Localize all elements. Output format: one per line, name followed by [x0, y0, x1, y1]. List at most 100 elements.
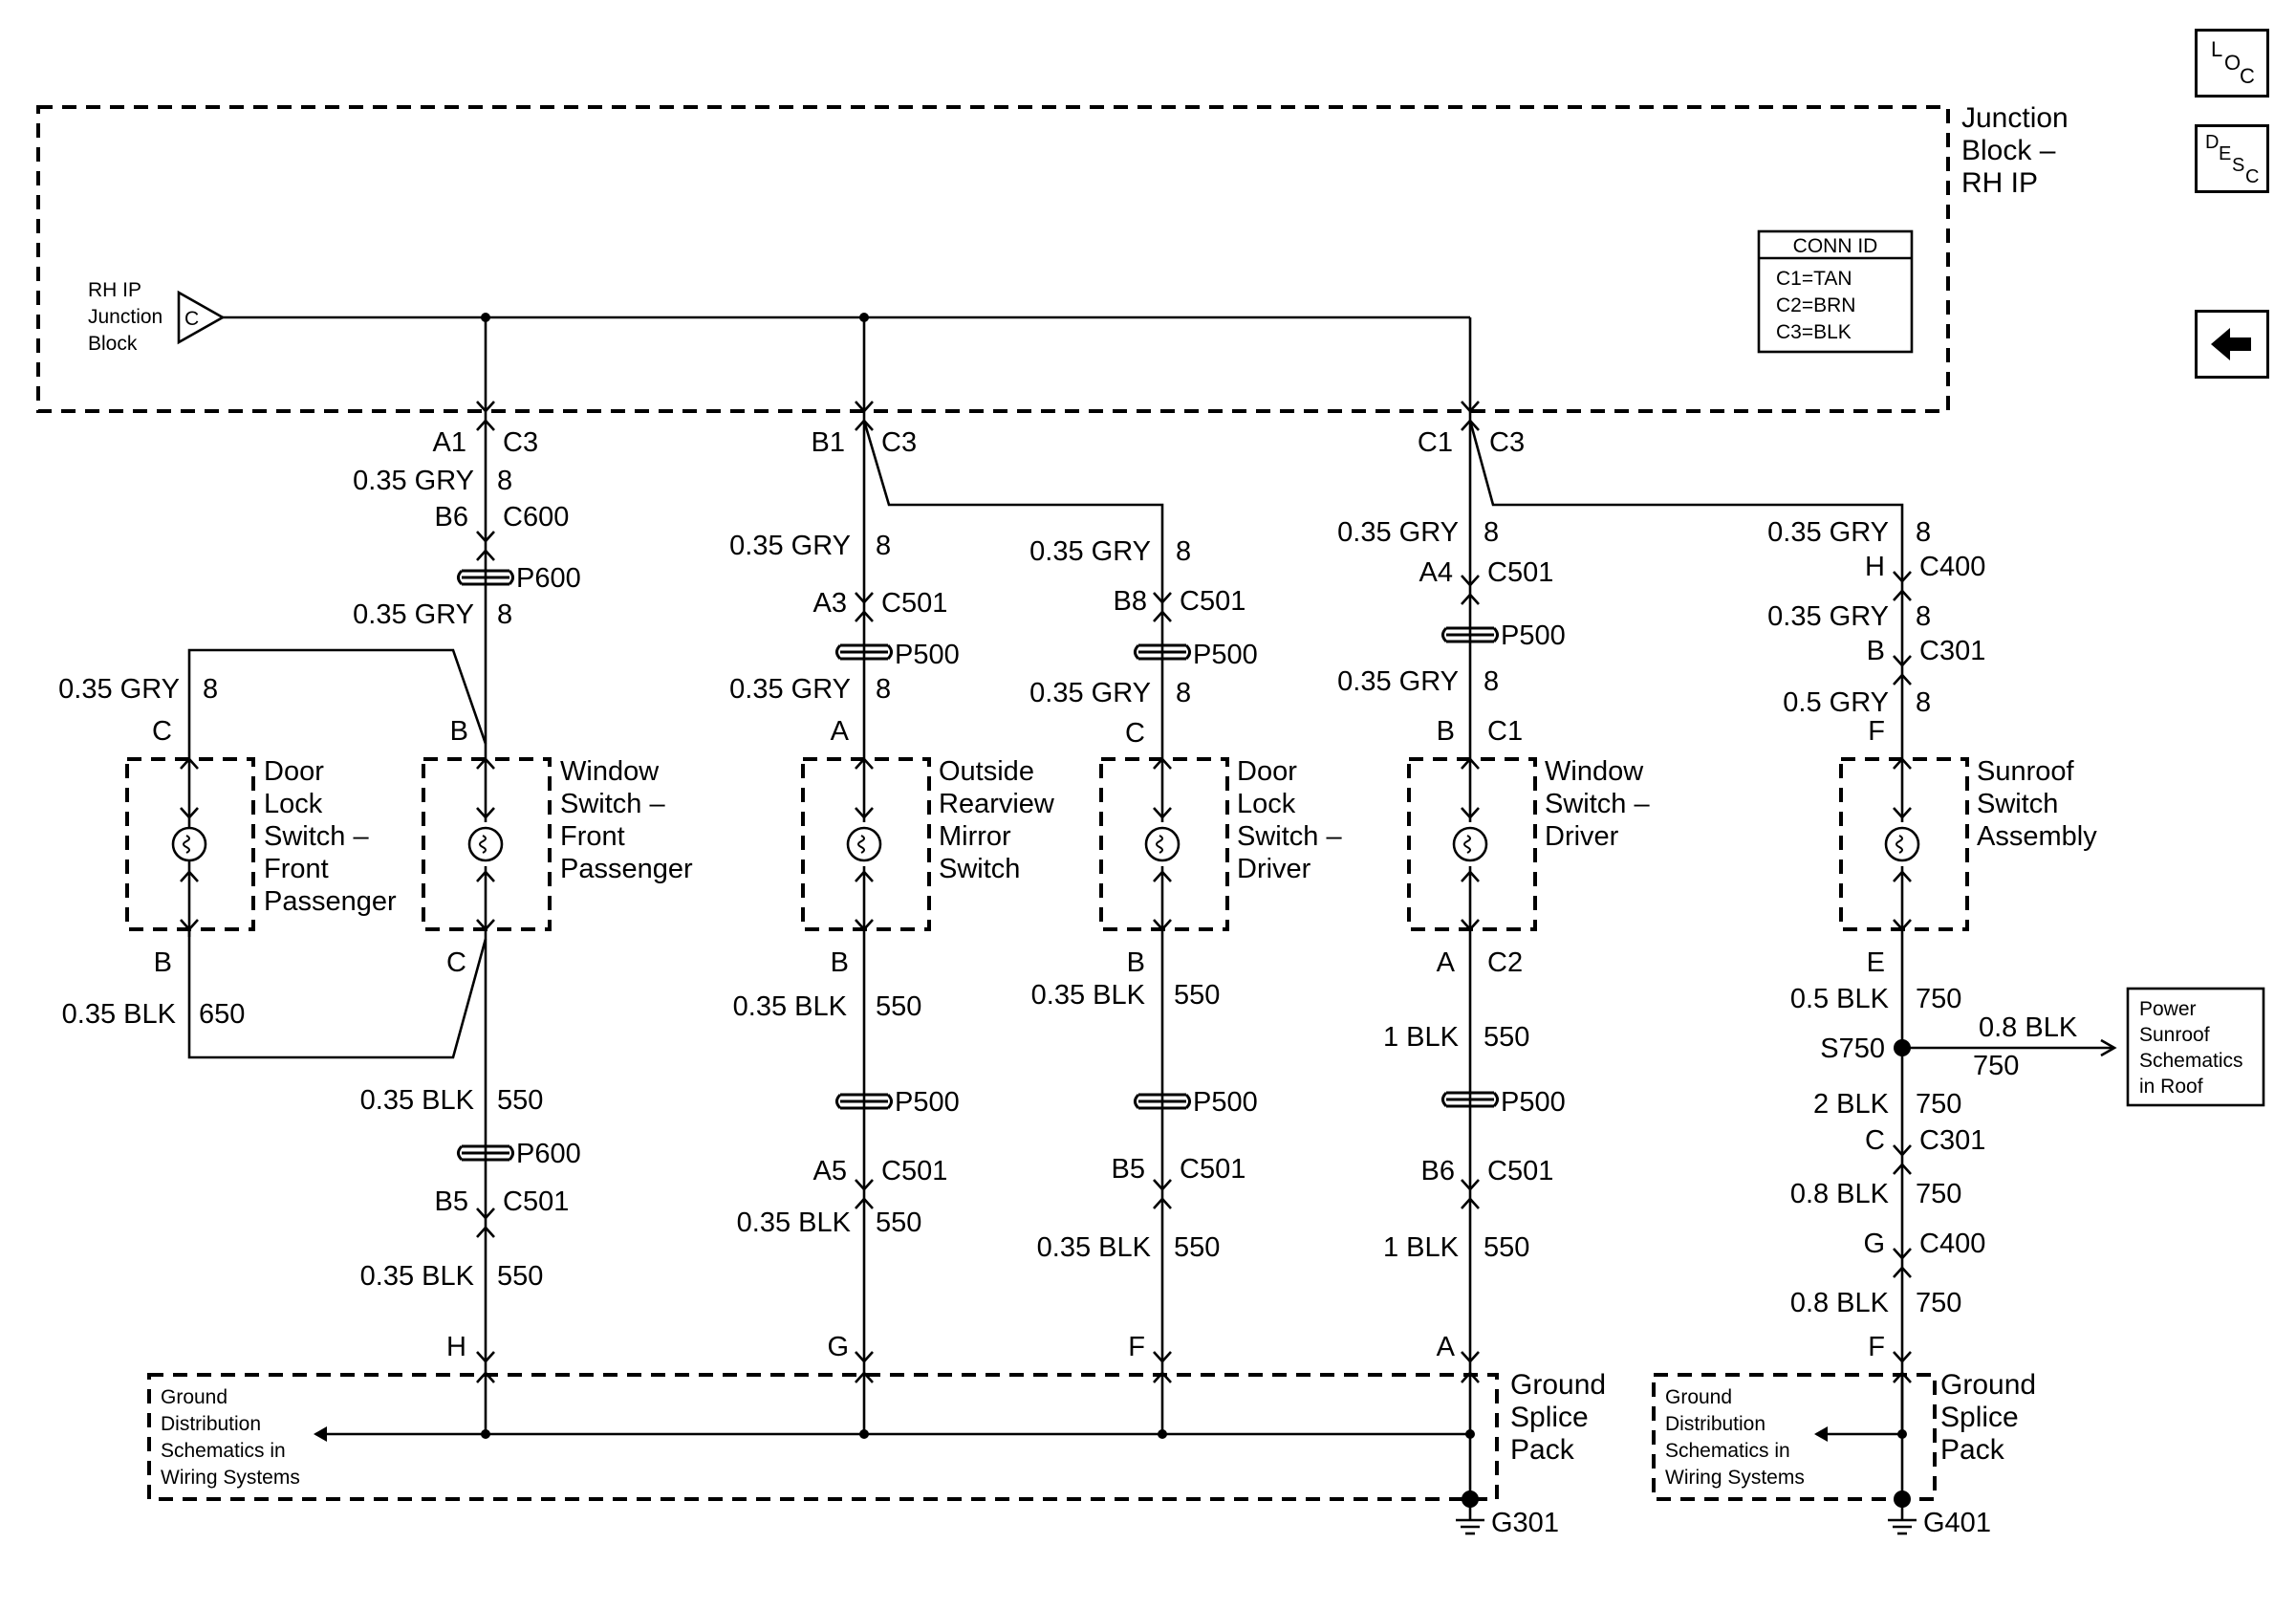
desc-letter: E [2219, 143, 2231, 164]
circuit-number: 750 [1916, 1288, 1961, 1318]
svg-text:Ground: Ground [1510, 1369, 1606, 1401]
junction-block-border [36, 105, 1950, 413]
svg-text:Distribution: Distribution [1665, 1413, 1765, 1435]
wire-label: 0.35 BLK [737, 1208, 852, 1238]
svg-text:RH IP: RH IP [88, 279, 141, 301]
svg-text:Splice: Splice [1510, 1402, 1589, 1433]
svg-text:Front: Front [264, 854, 329, 884]
circuit-number: 8 [497, 466, 512, 496]
description-button[interactable]: D E S C [2195, 124, 2269, 193]
conn-id-row: C2=BRN [1776, 294, 1855, 316]
circuit-number: 8 [876, 531, 891, 561]
lamp-icon [171, 826, 207, 862]
power-sunroof-reference: Power Sunroof Schematics in Roof [2126, 987, 2265, 1107]
connector-label: C400 [1919, 552, 1985, 582]
svg-text:Outside: Outside [939, 756, 1034, 787]
svg-text:Passenger: Passenger [264, 886, 397, 917]
pin-label: C [446, 947, 466, 978]
circuit-number: 8 [1484, 517, 1499, 548]
circuit-front-passenger: A1 C3 0.35 GRY 8 B6 C600 P600 0.35 GRY 8… [58, 317, 581, 1432]
circuit-number: 8 [1176, 536, 1191, 567]
wire-label: 0.35 BLK [1031, 980, 1146, 1011]
wire-label: 0.8 BLK [1790, 1288, 1890, 1318]
window-switch-driver: Window Switch – Driver [1407, 756, 1650, 931]
connector-label: C301 [1919, 1125, 1985, 1156]
pin-label: G [827, 1332, 849, 1362]
svg-text:RH IP: RH IP [1961, 167, 2038, 199]
wire-label: 0.35 GRY [58, 674, 180, 705]
svg-text:Distribution: Distribution [161, 1413, 261, 1435]
pin-label: B [831, 947, 849, 978]
svg-text:Schematics in: Schematics in [1665, 1440, 1790, 1462]
connector-label: C501 [881, 1156, 947, 1186]
junction-input-label: RH IP Junction Block [88, 279, 162, 355]
connector-label: C2 [1487, 947, 1523, 978]
connector-label: C400 [1919, 1229, 1985, 1259]
pin-label: G [1863, 1229, 1885, 1259]
connector-label: C600 [503, 502, 569, 533]
connector-label: C501 [503, 1186, 569, 1217]
splice-label: S750 [1820, 1033, 1885, 1064]
wire-label: 0.35 GRY [729, 674, 851, 705]
circuit-number: 550 [497, 1085, 543, 1116]
circuit-number: 550 [1484, 1232, 1529, 1263]
lamp-icon [1144, 826, 1180, 862]
svg-text:Ground: Ground [1665, 1386, 1732, 1408]
svg-text:Rearview: Rearview [939, 789, 1055, 819]
svg-text:Lock: Lock [1237, 789, 1296, 819]
window-switch-front-passenger: Window Switch – Front Passenger [422, 756, 693, 931]
pin-label: B [450, 716, 468, 747]
pin-label: B [1127, 947, 1145, 978]
connector-label: C501 [881, 588, 947, 619]
wire-label: 0.35 GRY [353, 466, 474, 496]
wire-label: 1 BLK [1383, 1232, 1460, 1263]
back-button[interactable] [2195, 310, 2269, 379]
svg-text:Front: Front [560, 821, 625, 852]
pin-label: H [446, 1332, 466, 1362]
circuit-number: 8 [1916, 517, 1931, 548]
wire-label: 0.35 GRY [353, 599, 474, 630]
svg-text:Wiring Systems: Wiring Systems [1665, 1467, 1805, 1489]
wire-label: 0.35 GRY [1767, 601, 1889, 632]
svg-text:Driver: Driver [1237, 854, 1311, 884]
wire-label: 0.35 BLK [360, 1085, 475, 1116]
splice-label: P600 [516, 1139, 581, 1169]
pin-label: C1 [1418, 427, 1453, 458]
pin-label: H [1865, 552, 1885, 582]
svg-text:Block –: Block – [1961, 135, 2056, 166]
ground-splice-pack-g301: Ground Distribution Schematics in Wiring… [147, 1369, 1606, 1538]
connector-label: C501 [1487, 1156, 1553, 1186]
svg-text:Door: Door [1237, 756, 1297, 787]
desc-letter: D [2205, 132, 2219, 153]
conn-id-row: C3=BLK [1776, 321, 1852, 343]
lamp-icon [467, 826, 504, 862]
circuit-number: 550 [876, 1208, 921, 1238]
outside-rearview-mirror-switch: Outside Rearview Mirror Switch [801, 756, 1055, 931]
location-button[interactable]: L O C [2195, 29, 2269, 98]
circuit-number: 8 [876, 674, 891, 705]
splice-label: P500 [1501, 620, 1566, 651]
pin-label: C [1865, 1125, 1885, 1156]
pin-label: B8 [1114, 586, 1147, 617]
circuit-number: 8 [1916, 601, 1931, 632]
pin-label: B [1437, 716, 1455, 747]
wire-label: 0.35 BLK [62, 999, 177, 1030]
pin-label: B5 [435, 1186, 468, 1217]
circuit-number: 8 [497, 599, 512, 630]
svg-text:Switch: Switch [939, 854, 1020, 884]
sunroof-switch-assembly: Sunroof Switch Assembly [1839, 756, 2097, 931]
circuit-number: 550 [1174, 980, 1220, 1011]
svg-text:Assembly: Assembly [1977, 821, 2097, 852]
circuit-number: 550 [1484, 1022, 1529, 1053]
circuit-mirror-and-door-lock-driver: B1 C3 0.35 GRY 8 A3 C501 P500 0.35 GRY 8… [729, 317, 1258, 1432]
circuit-window-driver-and-sunroof: C1 C3 0.35 GRY 8 A4 C501 P500 0.35 GRY 8… [1337, 317, 2117, 1501]
svg-text:Pack: Pack [1510, 1434, 1575, 1466]
svg-text:Schematics: Schematics [2139, 1050, 2243, 1072]
pin-label: B [154, 947, 172, 978]
pin-label: F [1128, 1332, 1145, 1362]
loc-letter: L [2211, 37, 2222, 61]
pin-label: F [1868, 1332, 1885, 1362]
wire-label: 0.35 GRY [1029, 536, 1151, 567]
circuit-number: 8 [1484, 666, 1499, 697]
